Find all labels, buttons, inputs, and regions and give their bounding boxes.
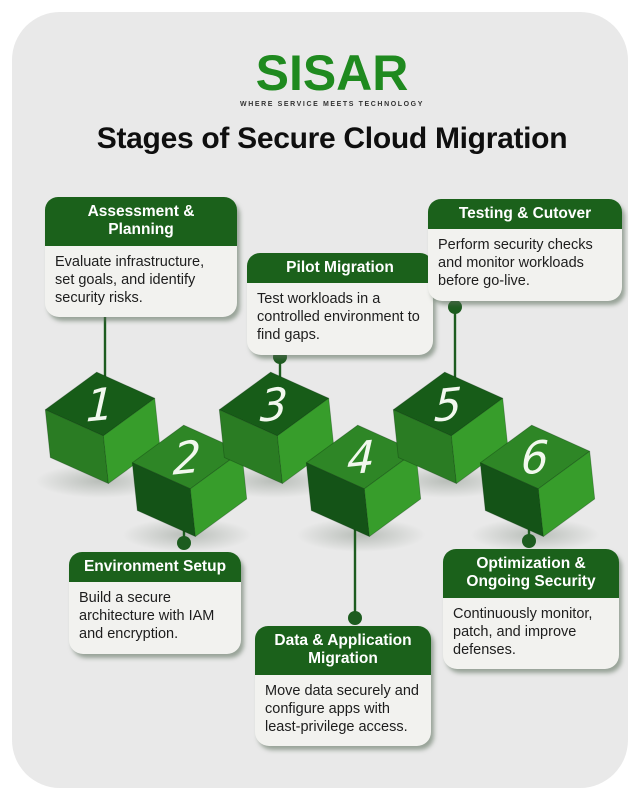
cube-shadow — [470, 518, 600, 552]
cube-number-1: 1 — [85, 379, 115, 433]
stage-card-title: Pilot Migration — [247, 253, 433, 284]
stage-card-title: Environment Setup — [69, 552, 241, 583]
stage-card-description: Move data securely and configure apps wi… — [265, 682, 419, 735]
cube-number-6: 6 — [520, 432, 550, 486]
cube-shadow — [383, 464, 513, 498]
cube-shadow — [296, 518, 426, 552]
stage-card-title: Assessment & Planning — [45, 197, 237, 246]
cube-number-4: 4 — [346, 432, 376, 486]
stage-card-optimization-ongoing-security: Optimization & Ongoing Security Continuo… — [443, 549, 619, 670]
stage-card-description: Evaluate infrastructure, set goals, and … — [55, 253, 205, 306]
stage-card-assessment-planning: Assessment & Planning Evaluate infrastru… — [45, 197, 237, 318]
cube-shadow — [209, 464, 339, 498]
stage-card-title: Data & Application Migration — [255, 626, 431, 675]
stage-card-environment-setup: Environment Setup Build a secure archite… — [69, 552, 241, 655]
infographic-panel: SISAR WHERE SERVICE MEETS TECHNOLOGY Sta… — [12, 12, 628, 788]
stage-card-description: Continuously monitor, patch, and improve… — [453, 605, 593, 658]
stage-card-description: Test workloads in a controlled environme… — [257, 291, 420, 344]
connector-dot-5 — [448, 300, 462, 314]
cube-number-5: 5 — [433, 379, 463, 433]
stage-card-title: Testing & Cutover — [428, 199, 622, 230]
stage-card-data-application-migration: Data & Application Migration Move data s… — [255, 626, 431, 747]
cube-number-2: 2 — [172, 432, 202, 486]
cube-shadow — [35, 464, 165, 498]
connector-dot-4 — [348, 611, 362, 625]
stage-card-pilot-migration: Pilot Migration Test workloads in a cont… — [247, 253, 433, 356]
logo: SISAR WHERE SERVICE MEETS TECHNOLOGY — [12, 48, 640, 108]
stage-card-title: Optimization & Ongoing Security — [443, 549, 619, 598]
stage-card-testing-cutover: Testing & Cutover Perform security check… — [428, 199, 622, 302]
stage-card-description: Perform security checks and monitor work… — [438, 237, 593, 290]
logo-wordmark: SISAR — [255, 45, 409, 101]
cube-number-3: 3 — [259, 379, 289, 433]
cube-shadow — [122, 518, 252, 552]
logo-tagline: WHERE SERVICE MEETS TECHNOLOGY — [240, 101, 424, 108]
page-title: Stages of Secure Cloud Migration — [96, 122, 568, 155]
stage-card-description: Build a secure architecture with IAM and… — [79, 590, 215, 643]
